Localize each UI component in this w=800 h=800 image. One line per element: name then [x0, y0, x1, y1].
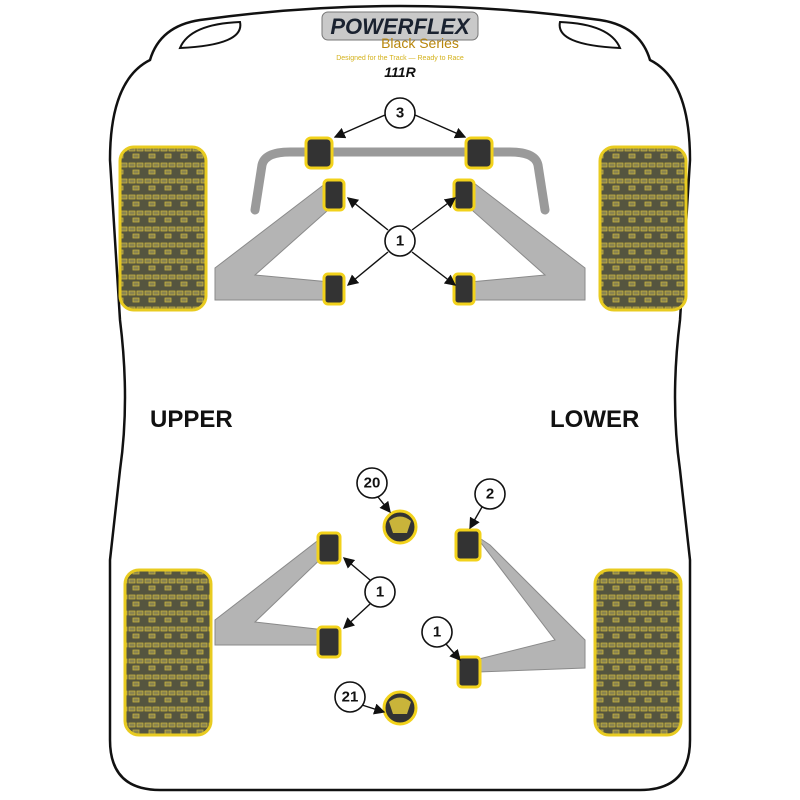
- bush-1-rear-upper-rear: [316, 625, 342, 659]
- callout-3-label: 3: [396, 105, 404, 122]
- powerflex-logo: POWERFLEX Black Series Designed for the …: [321, 11, 479, 62]
- callout-2: [474, 478, 506, 510]
- bush-3-right: [464, 136, 494, 170]
- bush-1-rear-upper-front: [316, 531, 342, 565]
- model-name: 111R: [384, 64, 416, 80]
- bush-3-left: [304, 136, 334, 170]
- callout-1-rear-upper-label: 1: [376, 584, 384, 601]
- bush-21: [382, 690, 418, 726]
- callout-1-rear-lower-label: 1: [433, 624, 441, 641]
- callout-1-rear-upper: [364, 576, 396, 608]
- tire-front-left: [118, 145, 208, 312]
- bush-1-fr-front: [452, 178, 476, 212]
- logo-brand: POWERFLEX: [330, 14, 471, 39]
- bush-1-rear-lower: [456, 655, 482, 689]
- rear-lower-arm: [474, 534, 586, 673]
- bush-1-fr-rear: [452, 272, 476, 306]
- tire-rear-right: [593, 568, 683, 737]
- anti-roll-bar: [250, 147, 550, 215]
- logo-series: Black Series: [381, 35, 459, 51]
- callout-3: [384, 97, 416, 129]
- callout-2-label: 2: [486, 486, 494, 503]
- bush-2: [454, 528, 482, 562]
- callout-20: [356, 467, 388, 499]
- tire-rear-left: [123, 568, 213, 737]
- callout-21: [334, 681, 366, 713]
- bush-1-fl-rear: [322, 272, 346, 306]
- callout-20-label: 20: [364, 475, 381, 492]
- upper-label: UPPER: [150, 406, 233, 433]
- bush-20: [382, 509, 418, 545]
- callout-21-label: 21: [342, 689, 359, 706]
- lower-label: LOWER: [550, 406, 639, 433]
- callout-1-front-label: 1: [396, 233, 404, 250]
- callout-1-rear-lower: [421, 616, 453, 648]
- callout-1-front: [384, 225, 416, 257]
- bush-1-fl-front: [322, 178, 346, 212]
- bonnet-line: [178, 20, 622, 50]
- logo-tagline: Designed for the Track — Ready to Race: [336, 55, 464, 62]
- tire-front-right: [598, 145, 688, 312]
